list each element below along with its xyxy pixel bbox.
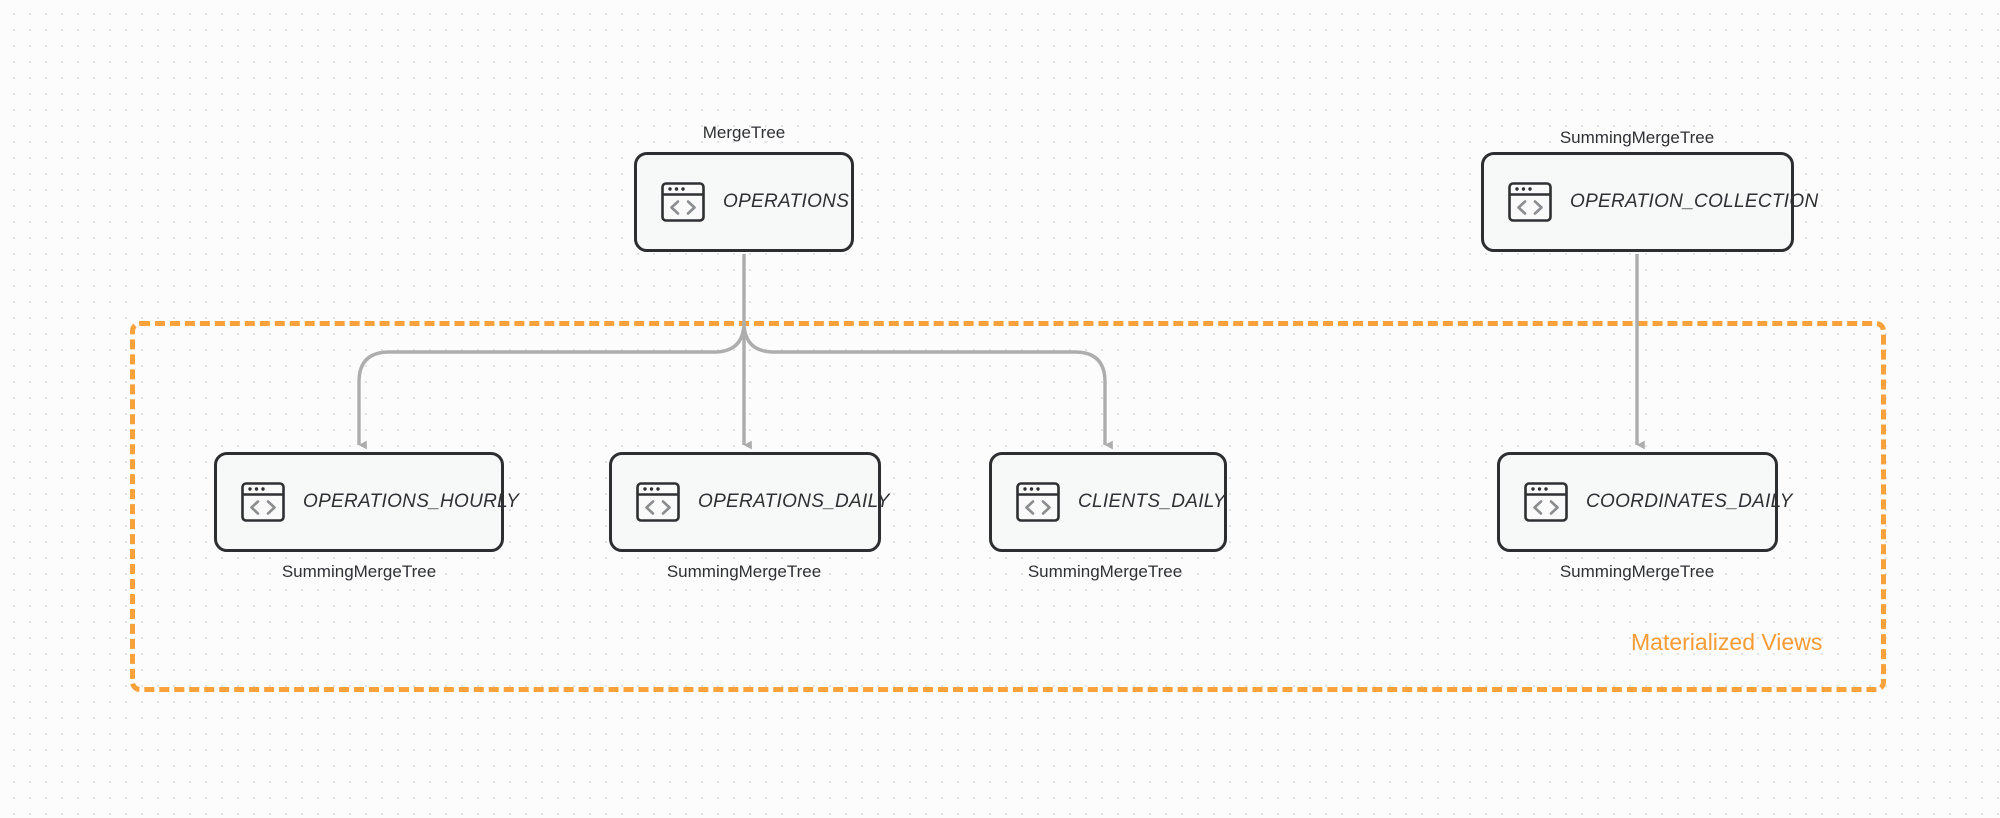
node-operations[interactable]: OPERATIONS [634,152,854,252]
node-label-operations-hourly: OPERATIONS_HOURLY [303,491,520,512]
code-window-icon [1524,482,1568,522]
materialized-views-group-label: Materialized Views [1631,629,1823,655]
node-label-coordinates-daily: COORDINATES_DAILY [1586,491,1793,512]
node-label-operation-collection: OPERATION_COLLECTION [1570,191,1819,212]
engine-caption-operations-hourly: SummingMergeTree [281,562,437,581]
node-operation-collection[interactable]: OPERATION_COLLECTION [1481,152,1818,252]
node-operations-hourly[interactable]: OPERATIONS_HOURLY [214,452,519,552]
node-clients-daily[interactable]: CLIENTS_DAILY [989,452,1227,552]
code-window-icon [1016,482,1060,522]
code-window-icon [661,182,705,222]
node-label-operations: OPERATIONS [723,191,850,212]
engine-caption-operations-daily: SummingMergeTree [666,562,822,581]
node-operations-daily[interactable]: OPERATIONS_DAILY [609,452,889,552]
engine-caption-operations: MergeTree [702,123,786,142]
code-window-icon [636,482,680,522]
node-coordinates-daily[interactable]: COORDINATES_DAILY [1497,452,1792,552]
engine-caption-operation-collection: SummingMergeTree [1559,128,1715,147]
engine-caption-clients-daily: SummingMergeTree [1027,562,1183,581]
engine-caption-coordinates-daily: SummingMergeTree [1559,562,1715,581]
code-window-icon [241,482,285,522]
node-label-clients-daily: CLIENTS_DAILY [1078,491,1226,512]
node-label-operations-daily: OPERATIONS_DAILY [698,491,890,512]
code-window-icon [1508,182,1552,222]
